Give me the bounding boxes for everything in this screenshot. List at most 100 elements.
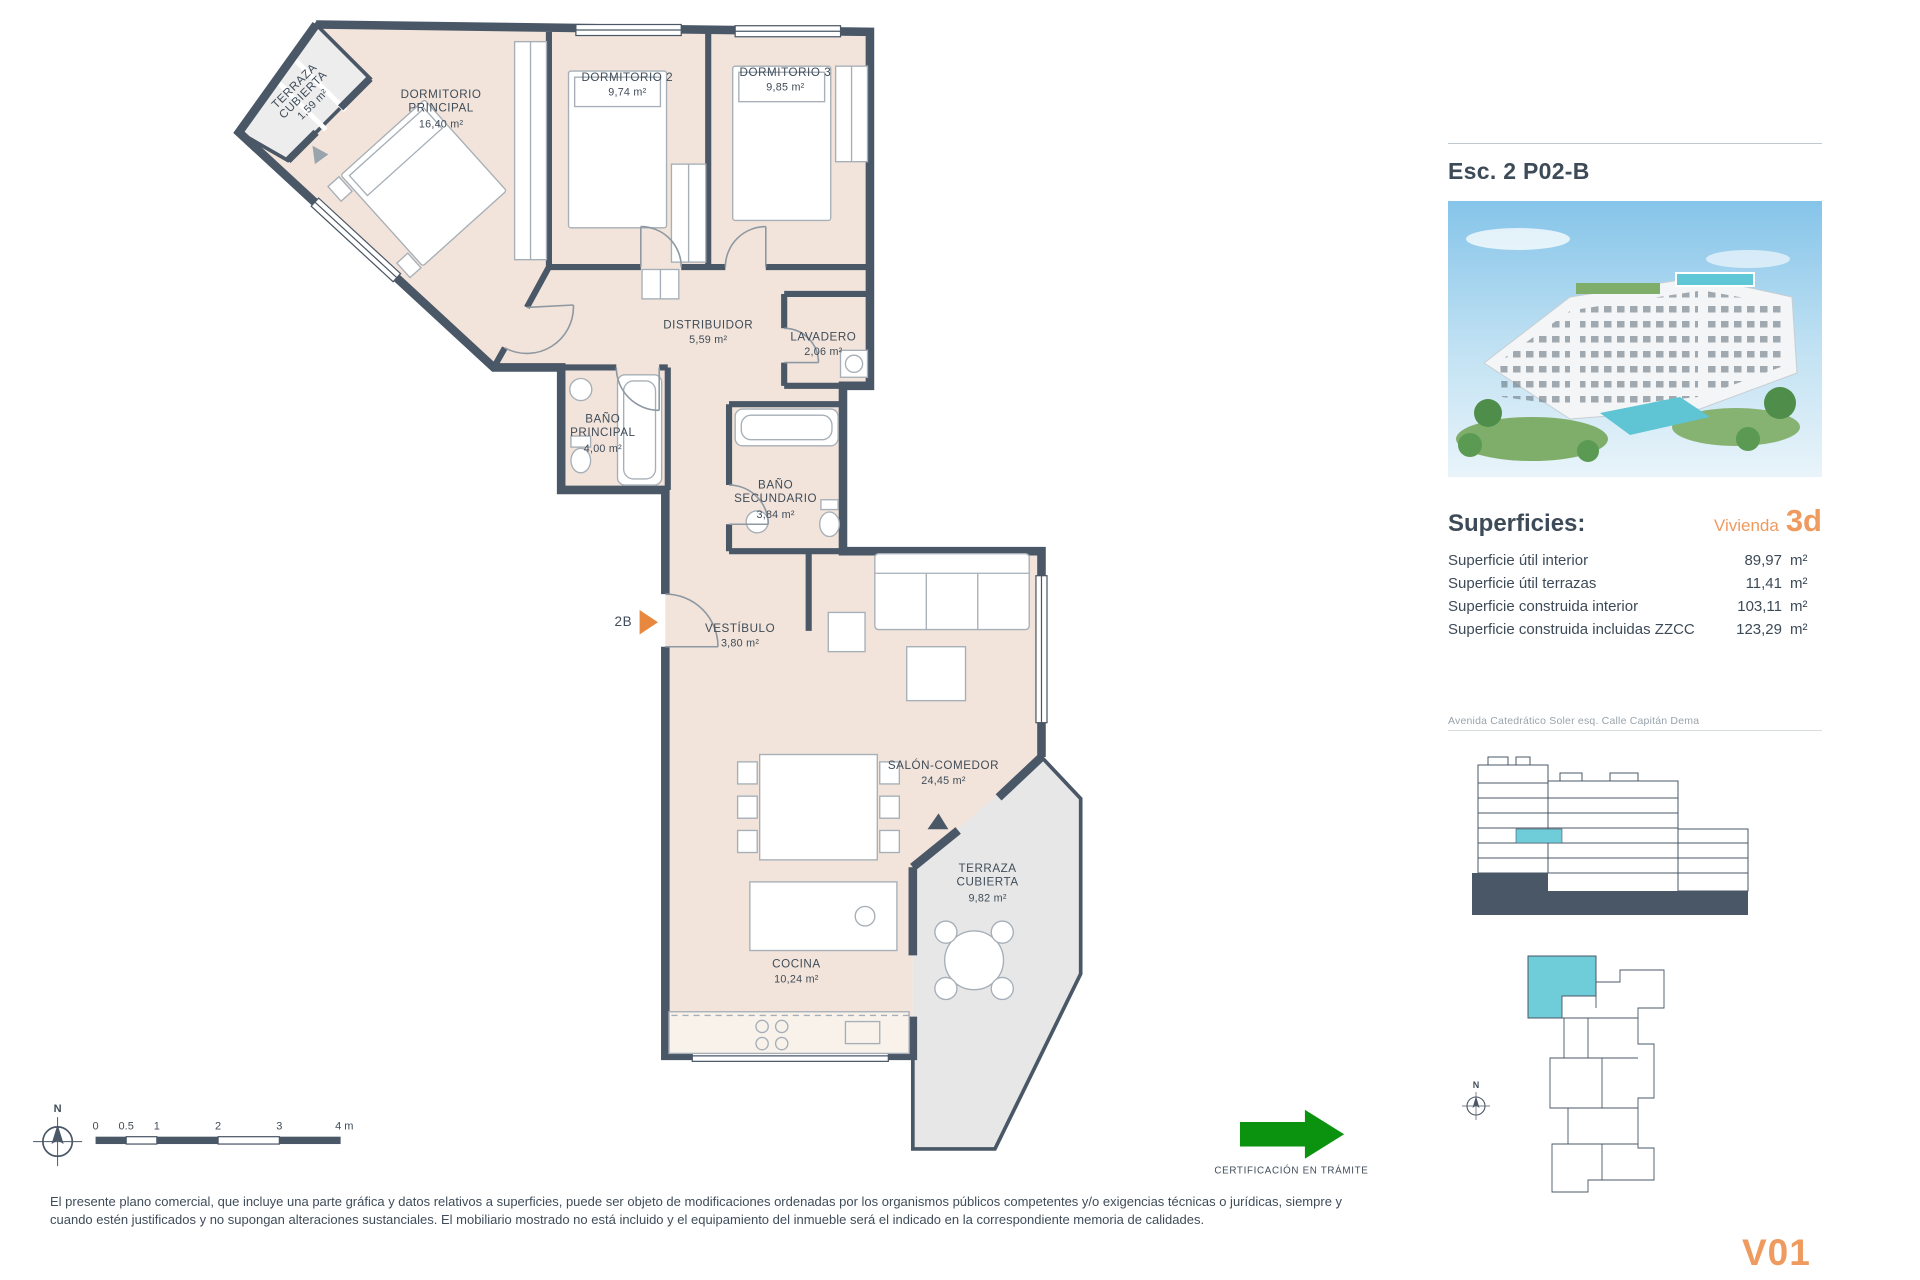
- kitchen-island: [749, 881, 898, 952]
- closet-distribuidor: [641, 268, 680, 300]
- washer-lavadero: [839, 349, 869, 378]
- key-plan-diagram: N: [1462, 955, 1665, 1193]
- building-blocks: [1483, 272, 1798, 420]
- certification-arrow-icon: [1239, 1109, 1345, 1159]
- svg-text:COCINA: COCINA: [772, 958, 821, 971]
- room-label-bano-principal: BAÑO PRINCIPAL 4,00 m²: [570, 413, 635, 455]
- svg-text:1: 1: [154, 1120, 160, 1132]
- svg-text:0.5: 0.5: [119, 1120, 134, 1132]
- svg-text:5,59 m²: 5,59 m²: [689, 334, 727, 346]
- door-bano-secundario: [729, 484, 770, 526]
- room-label-dormitorio-3: DORMITORIO 3 9,85 m²: [740, 66, 832, 94]
- sink-principal: [569, 377, 593, 402]
- markers: 2B: [312, 145, 949, 830]
- svg-text:DORMITORIO 3: DORMITORIO 3: [740, 66, 832, 79]
- keyplan-compass-icon: N: [1462, 1080, 1490, 1120]
- svg-text:CERTIFICACIÓN EN TRÁMITE: CERTIFICACIÓN EN TRÁMITE: [1214, 1165, 1368, 1176]
- bathtub-secundario: [734, 408, 839, 447]
- door-dormitorio-principal: [504, 304, 575, 355]
- terrace-access-icon: [927, 813, 949, 830]
- coffee-table: [906, 646, 967, 702]
- svg-text:2: 2: [215, 1120, 221, 1132]
- svg-text:SALÓN-COMEDOR: SALÓN-COMEDOR: [888, 759, 999, 772]
- superficies-row: Superficie útil interior 89,97 m²: [1448, 552, 1808, 569]
- svg-text:TERRAZA: TERRAZA: [959, 862, 1017, 875]
- keyplan-unit-highlight: [1527, 955, 1597, 1019]
- svg-text:BAÑO: BAÑO: [758, 479, 793, 492]
- sofa: [874, 552, 1030, 631]
- render-landscape: [1456, 387, 1800, 462]
- door-dormitorio-3: [724, 225, 767, 268]
- svg-text:PRINCIPAL: PRINCIPAL: [408, 101, 473, 114]
- svg-text:N: N: [1473, 1080, 1480, 1090]
- svg-text:10,24 m²: 10,24 m²: [774, 973, 819, 985]
- svg-text:24,45 m²: 24,45 m²: [921, 775, 966, 787]
- window-dormitorio-2: [575, 23, 682, 37]
- room-label-dormitorio-2: DORMITORIO 2 9,74 m²: [581, 71, 673, 99]
- svg-text:DORMITORIO 2: DORMITORIO 2: [581, 71, 673, 84]
- terrace-table: [934, 920, 1014, 1001]
- wardrobe-dormitorio-2: [670, 163, 707, 263]
- unit-title: Esc. 2 P02-B: [1448, 158, 1590, 184]
- toilet-secundario: [819, 499, 840, 538]
- room-label-bano-secundario: BAÑO SECUNDARIO 3,84 m²: [734, 479, 817, 521]
- furniture: [327, 40, 1030, 1055]
- svg-text:0: 0: [93, 1120, 99, 1132]
- vivienda-code: 3d: [1785, 503, 1822, 538]
- building-section-diagram: [1472, 756, 1749, 915]
- svg-text:9,74 m²: 9,74 m²: [608, 87, 646, 99]
- superficies-header: Superficies: Vivienda 3d: [1448, 503, 1822, 539]
- superficies-table: Superficie útil interior 89,97 m² Superf…: [1448, 549, 1822, 641]
- room-label-salon-comedor: SALÓN-COMEDOR 24,45 m²: [888, 759, 999, 787]
- svg-text:DISTRIBUIDOR: DISTRIBUIDOR: [663, 318, 753, 331]
- room-label-vestibulo: VESTÍBULO 3,80 m²: [705, 622, 775, 650]
- svg-text:CUBIERTA: CUBIERTA: [957, 876, 1019, 889]
- certification-stamp: CERTIFICACIÓN EN TRÁMITE: [1214, 1109, 1368, 1176]
- svg-text:4 m: 4 m: [335, 1120, 353, 1132]
- room-label-dormitorio-principal: DORMITORIO PRINCIPAL 16,40 m²: [401, 88, 482, 130]
- svg-text:DORMITORIO: DORMITORIO: [401, 88, 482, 101]
- svg-text:LAVADERO: LAVADERO: [790, 331, 856, 344]
- svg-text:3,80 m²: 3,80 m²: [721, 638, 759, 650]
- svg-text:SECUNDARIO: SECUNDARIO: [734, 492, 817, 505]
- entrance-arrow-icon: [639, 609, 658, 635]
- svg-text:9,82 m²: 9,82 m²: [968, 893, 1006, 905]
- scale-bar: 0 0.5 1 2 3 4 m: [93, 1120, 353, 1145]
- windows: [310, 23, 1048, 1062]
- room-label-distribuidor: DISTRIBUIDOR 5,59 m²: [663, 318, 753, 346]
- door-dormitorio-2: [640, 225, 683, 268]
- window-dormitorio-principal: [310, 197, 402, 283]
- svg-text:16,40 m²: 16,40 m²: [419, 118, 464, 130]
- kitchen-counter: [668, 1011, 910, 1055]
- section-ground-mass: [1472, 873, 1748, 915]
- door-entrance: [665, 593, 719, 648]
- svg-text:BAÑO: BAÑO: [585, 413, 620, 426]
- disclaimer-text: El presente plano comercial, que incluye…: [50, 1194, 1343, 1228]
- svg-text:4,00 m²: 4,00 m²: [584, 443, 622, 455]
- location-caption: Avenida Catedrático Soler esq. Calle Cap…: [1448, 715, 1822, 731]
- svg-text:3,84 m²: 3,84 m²: [756, 509, 794, 521]
- room-label-terraza-sur: TERRAZA CUBIERTA 9,82 m²: [957, 862, 1019, 904]
- room-labels: TERRAZA CUBIERTA 1,59 m² DORMITORIO PRIN…: [269, 61, 1019, 985]
- door-bano-principal: [615, 367, 660, 412]
- svg-text:9,85 m²: 9,85 m²: [766, 82, 804, 94]
- superficies-row: Superficie útil terrazas 11,41 m²: [1448, 575, 1808, 592]
- terrace-north-access-icon: [312, 145, 329, 165]
- superficies-row: Superficie construida interior 103,11 m²: [1448, 598, 1808, 615]
- svg-text:3: 3: [276, 1120, 282, 1132]
- compass-icon: N: [33, 1103, 83, 1167]
- toilet-principal: [570, 435, 592, 474]
- svg-text:2,06 m²: 2,06 m²: [804, 346, 842, 358]
- bed-dormitorio-2: [567, 70, 668, 229]
- window-salon: [1035, 575, 1048, 724]
- door-lavadero: [784, 327, 820, 364]
- svg-text:VESTÍBULO: VESTÍBULO: [705, 622, 775, 635]
- wardrobe-principal: [513, 40, 548, 261]
- side-table: [827, 611, 866, 653]
- superficies-row: Superficie construida incluidas ZZCC 123…: [1448, 621, 1808, 638]
- info-panel: Esc. 2 P02-B: [1448, 143, 1822, 1203]
- building-render-image: [1448, 201, 1822, 477]
- entrance-label: 2B: [615, 614, 633, 629]
